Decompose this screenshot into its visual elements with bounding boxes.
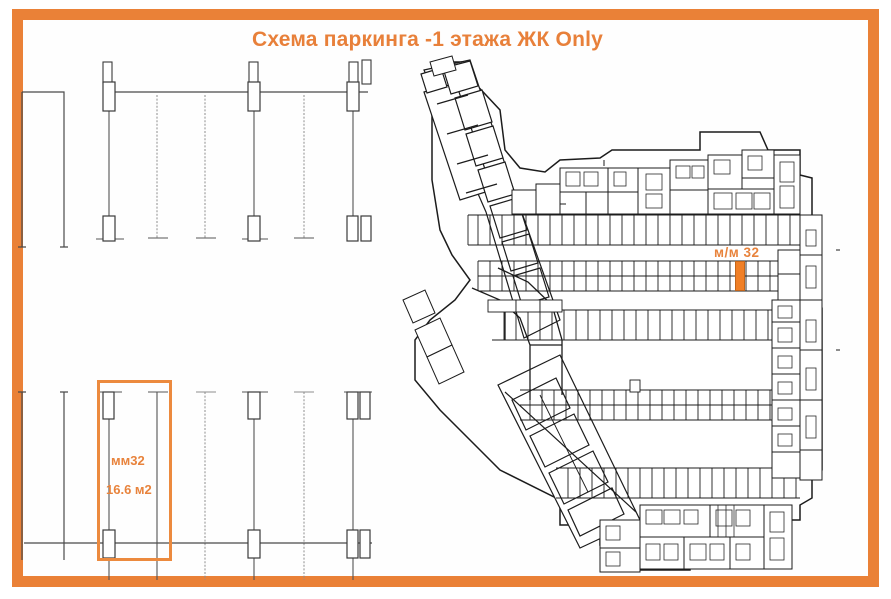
left-space-area-label: 16.6 м2 [106, 482, 152, 497]
highlighted-space-outline-left[interactable] [97, 380, 172, 561]
left-space-label: мм32 [111, 453, 145, 468]
parking-row-3 [487, 299, 801, 341]
left-plan-fragment [18, 59, 372, 580]
parking-row-2 [477, 260, 800, 292]
highlighted-space-fill-right[interactable] [735, 261, 745, 291]
right-space-label: м/м 32 [714, 245, 760, 260]
parking-row-4 [520, 379, 800, 421]
right-floor-plan [402, 55, 840, 573]
parking-row-5 [556, 467, 800, 499]
parking-row-1 [467, 214, 801, 246]
page-title: Схема паркинга -1 этажа ЖК Only [252, 28, 604, 51]
